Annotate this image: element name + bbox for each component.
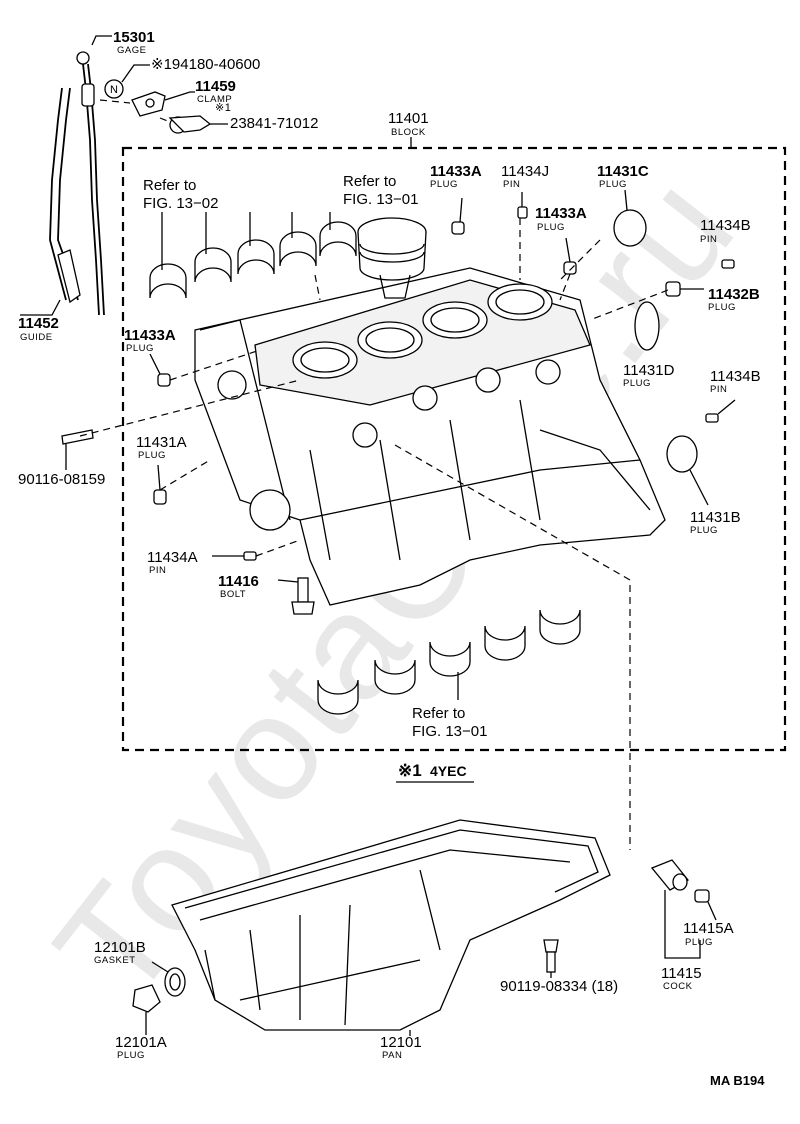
callout-11434b-top: 11434B (700, 217, 751, 234)
callout-23841: 23841-71012 (230, 115, 318, 132)
block-group-box (121, 146, 787, 752)
callout-11459-name: CLAMP (197, 94, 232, 105)
callout-15301-name: GAGE (117, 45, 146, 56)
plug-11431b-part (666, 435, 709, 506)
callout-11431a: 11431A (136, 434, 187, 451)
callout-11416: 11416 (218, 573, 259, 590)
main-bearings-top (149, 212, 357, 299)
callout-11434b-top-name: PIN (700, 234, 717, 245)
callout-11431d: 11431D (623, 362, 675, 379)
callout-11401-name: BLOCK (391, 127, 426, 138)
callout-90119: 90119-08334 (18) (500, 978, 618, 995)
callout-11415a-name: PLUG (685, 937, 713, 948)
piston (357, 217, 427, 299)
plug-11433a-top-part (451, 197, 465, 235)
dipstick-gage (76, 35, 112, 316)
callout-11431c: 11431C (597, 163, 649, 180)
callout-11433a-top: 11433A (430, 163, 482, 180)
oil-pan (171, 819, 611, 1031)
callout-12101-name: PAN (382, 1050, 402, 1061)
engine-label: ※1 (398, 761, 422, 780)
callout-11433a-mid: 11433A (535, 205, 587, 222)
callout-90116: 90116-08159 (18, 471, 105, 488)
ref-13-01-top-line2: FIG. 13−01 (343, 191, 418, 208)
callout-11431a-name: PLUG (138, 450, 166, 461)
callout-star1: ※1 (215, 102, 231, 114)
n-symbol-circle (104, 79, 124, 99)
callout-11431d-name: PLUG (623, 378, 651, 389)
pin-11434a-part (212, 551, 257, 561)
callout-12101b-name: GASKET (94, 955, 136, 966)
callout-11431b: 11431B (690, 509, 741, 526)
ref-13-02-line1: Refer to (143, 177, 196, 194)
callout-12101a: 12101A (115, 1034, 167, 1051)
plug-11433a-left-part (149, 353, 171, 387)
callout-194180: ※194180-40600 (151, 56, 260, 73)
callout-11452: 11452 (18, 315, 59, 332)
callout-11452-name: GUIDE (20, 332, 53, 343)
callout-11434j: 11434J (501, 163, 549, 180)
callout-11415: 11415 (661, 965, 702, 982)
pin-11434b-top-part (721, 259, 735, 269)
pin-11434j-part (517, 192, 528, 219)
callout-11434a: 11434A (147, 549, 198, 566)
plug-11415a-part (694, 889, 717, 921)
pin-11434b-mid-part (705, 399, 736, 423)
callout-11433a-mid-name: PLUG (537, 222, 565, 233)
dipstick-guide (20, 87, 81, 316)
callout-11434a-name: PIN (149, 565, 166, 576)
callout-11415a: 11415A (683, 920, 734, 937)
plug-11431c-part (613, 189, 647, 247)
ref-13-01-bottom-line1: Refer to (412, 705, 465, 722)
callout-11459: 11459 (195, 78, 236, 95)
callout-11434j-name: PIN (503, 179, 520, 190)
ref-13-01-bottom-line2: FIG. 13−01 (412, 723, 487, 740)
callout-12101: 12101 (380, 1034, 422, 1051)
plug-11432b-part (665, 281, 704, 297)
callout-11434b-mid-name: PIN (710, 384, 727, 395)
callout-11432b: 11432B (708, 286, 760, 303)
callout-12101b: 12101B (94, 939, 146, 956)
callout-11431b-name: PLUG (690, 525, 718, 536)
bolt-90119-part (543, 939, 559, 978)
callout-11433a-top-name: PLUG (430, 179, 458, 190)
plug-11431a-part (153, 464, 167, 505)
callout-11431c-name: PLUG (599, 179, 627, 190)
engine-code: 4YEC (430, 763, 467, 779)
callout-11434b-mid: 11434B (710, 368, 761, 385)
plug-11431d-part (634, 301, 660, 351)
callout-11432b-name: PLUG (708, 302, 736, 313)
bolt-23841 (159, 115, 228, 134)
n-symbol: N (110, 84, 118, 96)
callout-11401: 11401 (388, 110, 429, 127)
callout-12101a-name: PLUG (117, 1050, 145, 1061)
callout-11433a-left: 11433A (124, 327, 176, 344)
main-bearings-bottom (317, 609, 581, 715)
bolt-11416-part (277, 577, 315, 615)
plug-12101a-part (132, 984, 161, 1035)
callout-15301: 15301 (113, 29, 155, 46)
callout-11433a-left-name: PLUG (126, 343, 154, 354)
gasket-12101b-part (151, 961, 186, 997)
callout-11415-name: COCK (663, 981, 693, 992)
ref-13-01-top-line1: Refer to (343, 173, 396, 190)
cock-11415-part (650, 859, 701, 959)
figure-code: MA B194 (710, 1073, 765, 1088)
ref-13-02-line2: FIG. 13−02 (143, 195, 218, 212)
callout-11416-name: BOLT (220, 589, 246, 600)
stud-90116-part (61, 429, 94, 470)
clamp-part (99, 91, 195, 117)
cylinder-block (194, 267, 666, 606)
